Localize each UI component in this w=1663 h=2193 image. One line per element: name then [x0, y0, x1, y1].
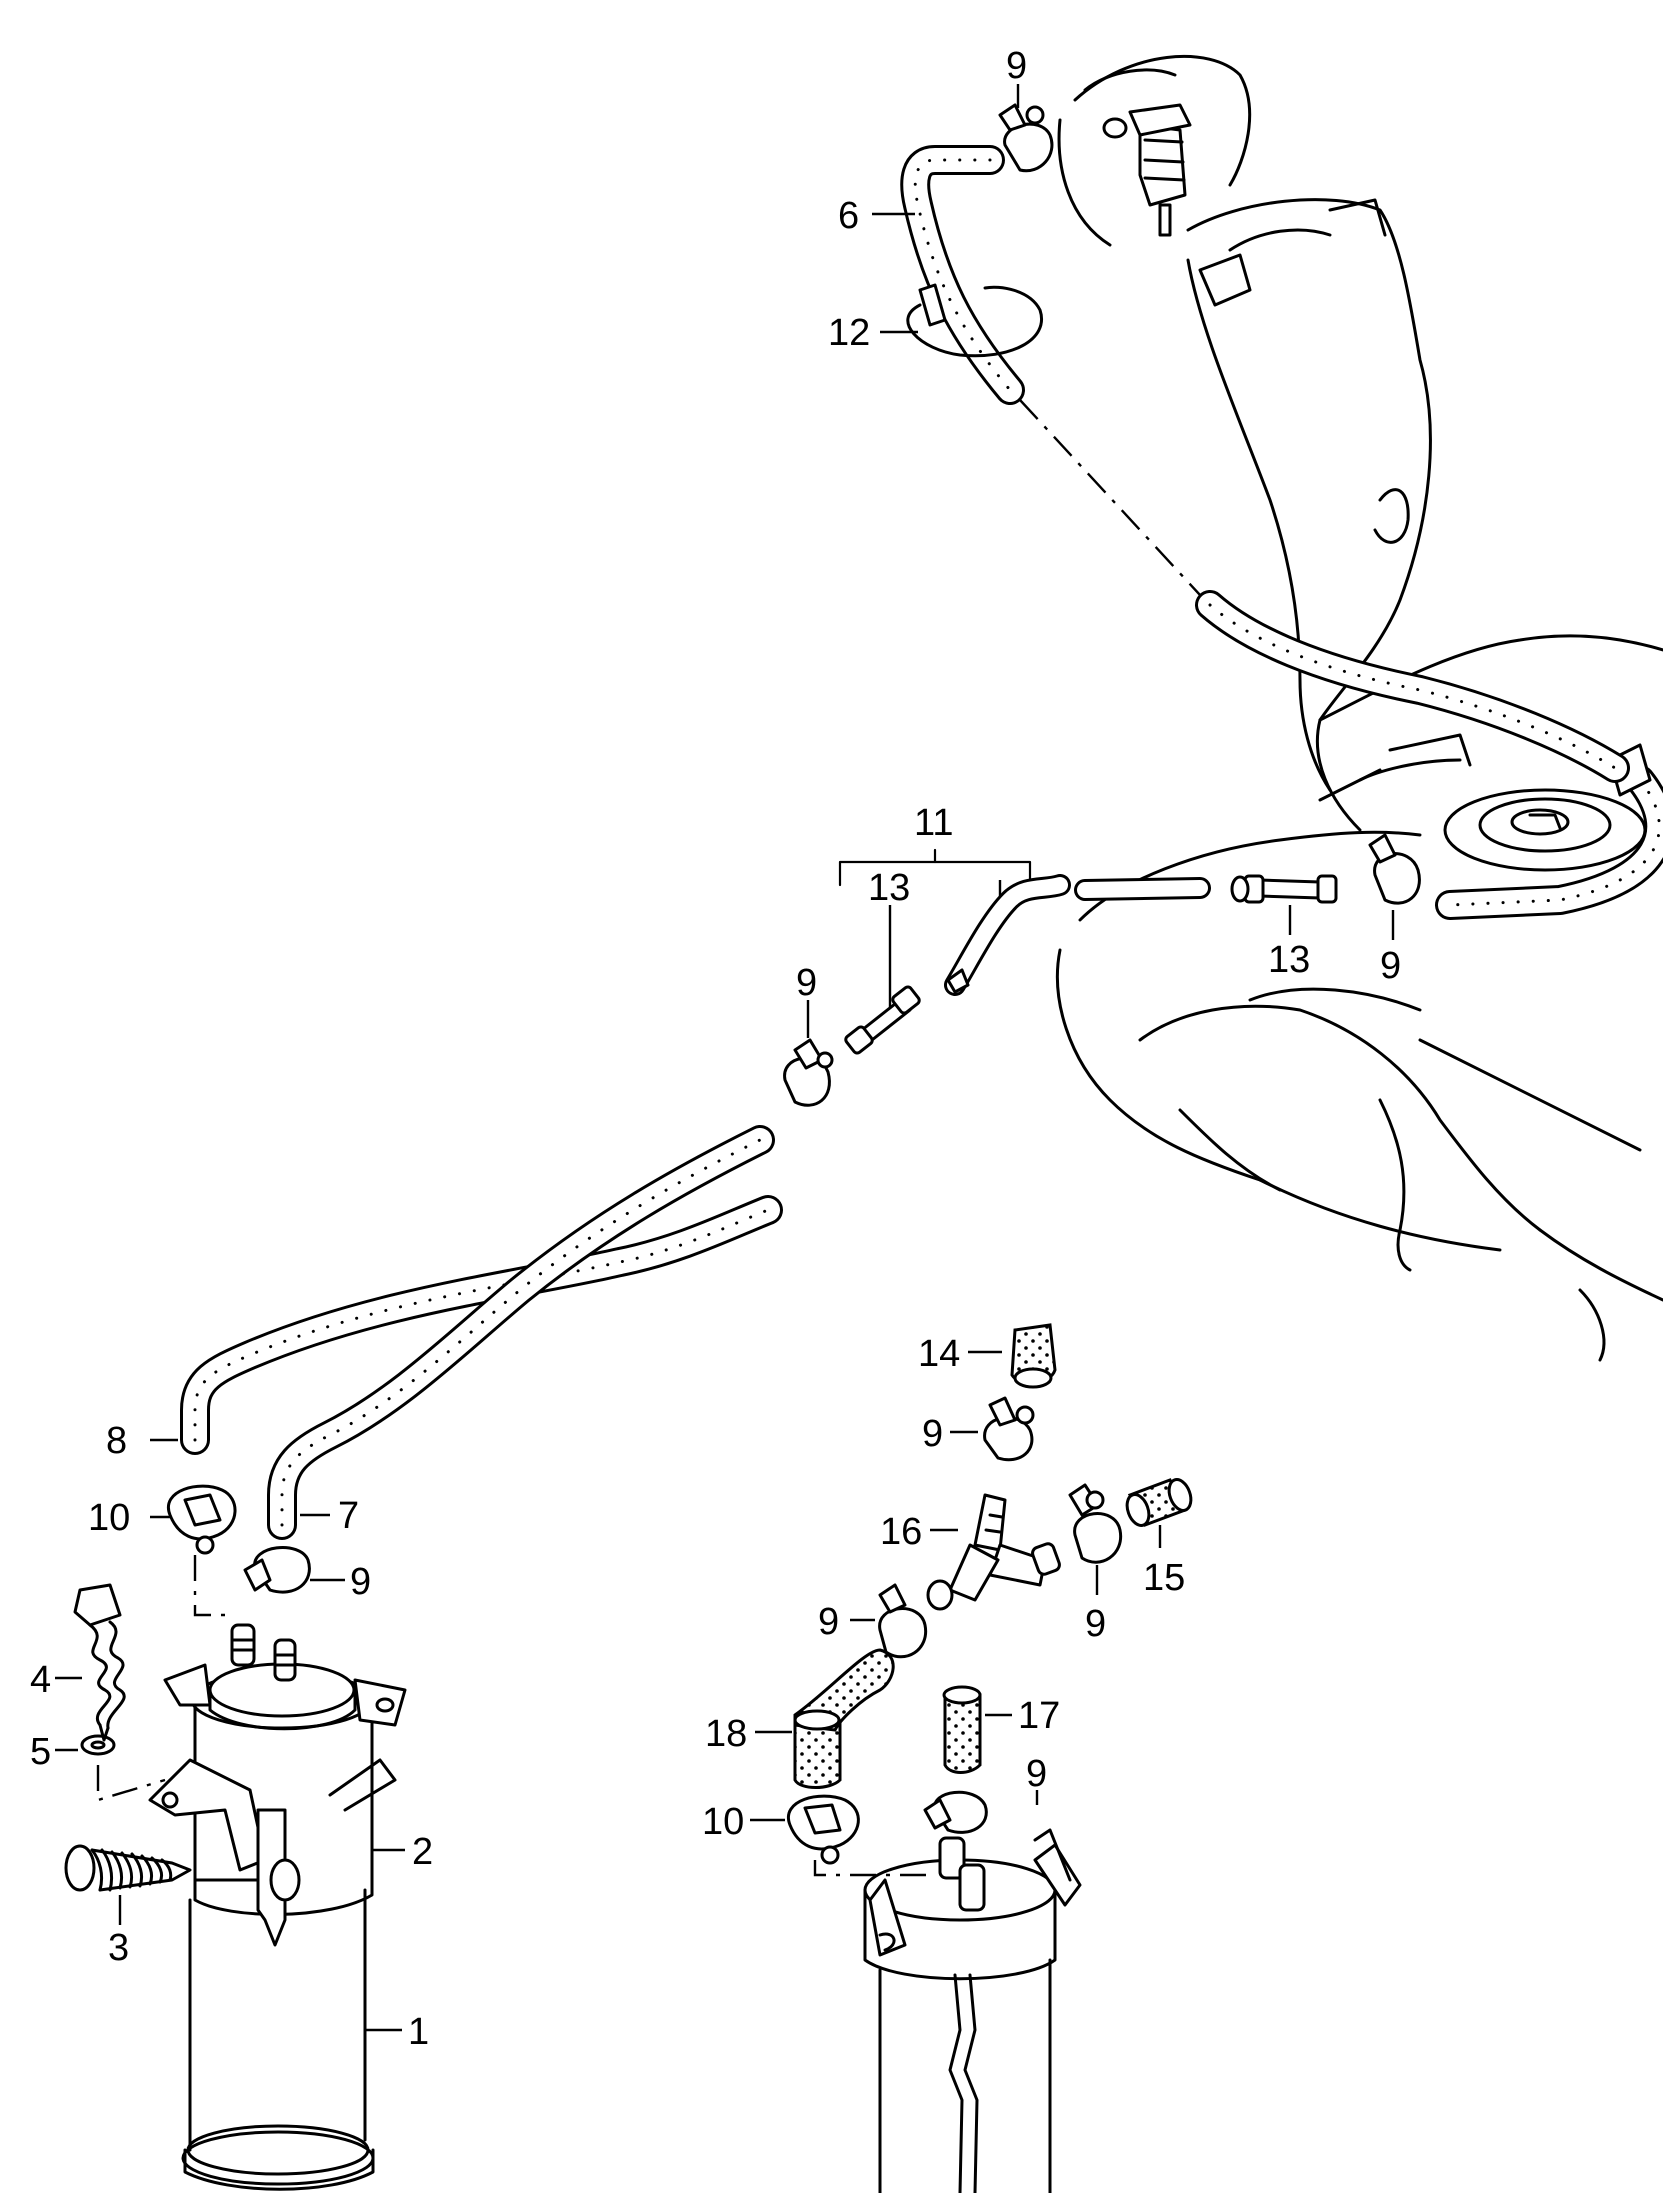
label-9-right: 9 — [1380, 945, 1401, 987]
fuel-tank-outline — [1056, 198, 1663, 1362]
screw-3 — [64, 1844, 192, 1892]
label-7: 7 — [338, 1495, 359, 1537]
label-13-left: 13 — [868, 867, 910, 909]
label-2: 2 — [412, 1831, 433, 1873]
label-9-y-left: 9 — [818, 1601, 839, 1643]
washer-5 — [80, 1734, 116, 1756]
hose-clamp-9-y-top — [983, 1396, 1035, 1462]
vent-valve — [1102, 103, 1192, 237]
y-connector-16 — [926, 1493, 1061, 1611]
hose-clamp-9-canister-left — [243, 1546, 311, 1594]
label-18: 18 — [705, 1713, 747, 1755]
label-9-middle: 9 — [796, 962, 817, 1004]
hose-piece-15 — [1125, 1478, 1193, 1527]
canister-nipples-left — [230, 1623, 297, 1682]
label-8: 8 — [106, 1420, 127, 1462]
elbow-hose-18 — [793, 1648, 895, 1789]
hose-piece-17 — [942, 1685, 982, 1774]
label-13-right: 13 — [1268, 939, 1310, 981]
hose-piece-14 — [1010, 1323, 1057, 1389]
label-1: 1 — [408, 2011, 429, 2053]
label-16: 16 — [880, 1511, 922, 1553]
charcoal-canister-right — [863, 1828, 1082, 2193]
label-9-y-top: 9 — [922, 1413, 943, 1455]
hex-bolt-4 — [73, 1583, 126, 1742]
callout-labels: 9 6 12 11 13 13 9 9 8 10 7 9 4 5 2 3 1 1… — [30, 45, 1401, 2053]
leader-lines — [55, 84, 1162, 2032]
label-9-canister-right: 9 — [1026, 1753, 1047, 1795]
label-6: 6 — [838, 195, 859, 237]
label-10-right: 10 — [702, 1801, 744, 1843]
air-intake-boot — [1057, 54, 1252, 247]
hose-clamp-10-left — [166, 1484, 237, 1555]
label-5: 5 — [30, 1731, 51, 1773]
label-4: 4 — [30, 1659, 51, 1701]
fuel-filler-cap — [1443, 788, 1647, 872]
hose-clamp-9-canister-right — [923, 1790, 988, 1834]
label-11: 11 — [914, 802, 953, 844]
charcoal-canister-1 — [181, 1888, 375, 2191]
label-14: 14 — [918, 1333, 960, 1375]
hose-clamp-9-y-right — [1068, 1483, 1123, 1564]
label-9-y-bottom: 9 — [1085, 1603, 1106, 1645]
hose-clamp-9-top — [998, 103, 1054, 173]
connector-13-left — [844, 985, 921, 1055]
label-9-canister-left: 9 — [350, 1561, 371, 1603]
hose-clamp-9-y-left — [878, 1583, 928, 1659]
hose-clamp-9-right — [1368, 833, 1421, 905]
label-3: 3 — [108, 1927, 129, 1969]
label-12: 12 — [828, 312, 870, 354]
hose-clamp-9-middle — [783, 1038, 834, 1107]
label-10-left: 10 — [88, 1497, 130, 1539]
label-17: 17 — [1018, 1695, 1060, 1737]
hose-clamp-10-right — [786, 1794, 860, 1865]
mounting-bracket-2 — [148, 1662, 407, 1947]
label-9-top: 9 — [1006, 45, 1027, 87]
label-15: 15 — [1143, 1557, 1185, 1599]
connector-13-right — [1230, 874, 1338, 904]
